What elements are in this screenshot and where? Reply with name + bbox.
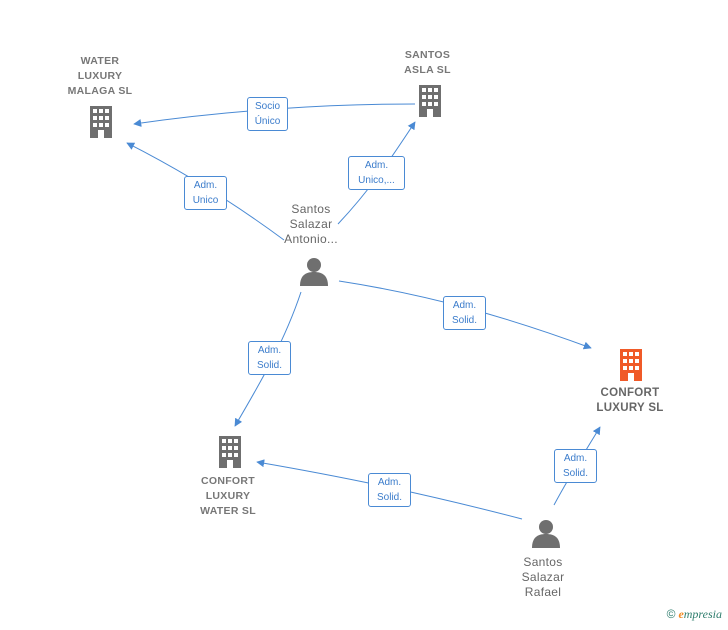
node-label-confort-luxury-water[interactable]: CONFORT LUXURY WATER SL <box>200 475 256 517</box>
node-label-santos-salazar-antonio[interactable]: Santos Salazar Antonio... <box>284 202 338 246</box>
person-icon-santos-salazar-rafael[interactable] <box>532 520 560 548</box>
node-label-water-luxury-malaga[interactable]: WATER LUXURY MALAGA SL <box>67 55 133 97</box>
building-icon-confort-luxury[interactable] <box>620 349 642 381</box>
relation-label-adm-solid-2[interactable]: Adm. Solid. <box>248 341 291 375</box>
copyright-icon: © <box>666 607 676 621</box>
brand-footer: ©empresia <box>667 607 722 622</box>
brand-logo-initial: e <box>678 607 684 621</box>
brand-logo-text: mpresia <box>683 607 722 621</box>
node-label-santos-asla[interactable]: SANTOS ASLA SL <box>404 49 451 76</box>
relation-label-socio-unico[interactable]: Socio Único <box>247 97 288 131</box>
relation-label-adm-unico[interactable]: Adm. Unico <box>184 176 227 210</box>
relation-label-adm-solid-3[interactable]: Adm. Solid. <box>368 473 411 507</box>
relation-label-adm-unico-2[interactable]: Adm. Unico,... <box>348 156 405 190</box>
node-label-santos-salazar-rafael[interactable]: Santos Salazar Rafael <box>521 555 565 599</box>
building-icon-santos-asla[interactable] <box>419 85 441 117</box>
relation-label-adm-solid-4[interactable]: Adm. Solid. <box>554 449 597 483</box>
person-icon-santos-salazar-antonio[interactable] <box>300 258 328 286</box>
building-icon-confort-luxury-water[interactable] <box>219 436 241 468</box>
relation-label-adm-solid-1[interactable]: Adm. Solid. <box>443 296 486 330</box>
building-icon-water-luxury-malaga[interactable] <box>90 106 112 138</box>
node-label-confort-luxury[interactable]: CONFORT LUXURY SL <box>596 387 664 414</box>
